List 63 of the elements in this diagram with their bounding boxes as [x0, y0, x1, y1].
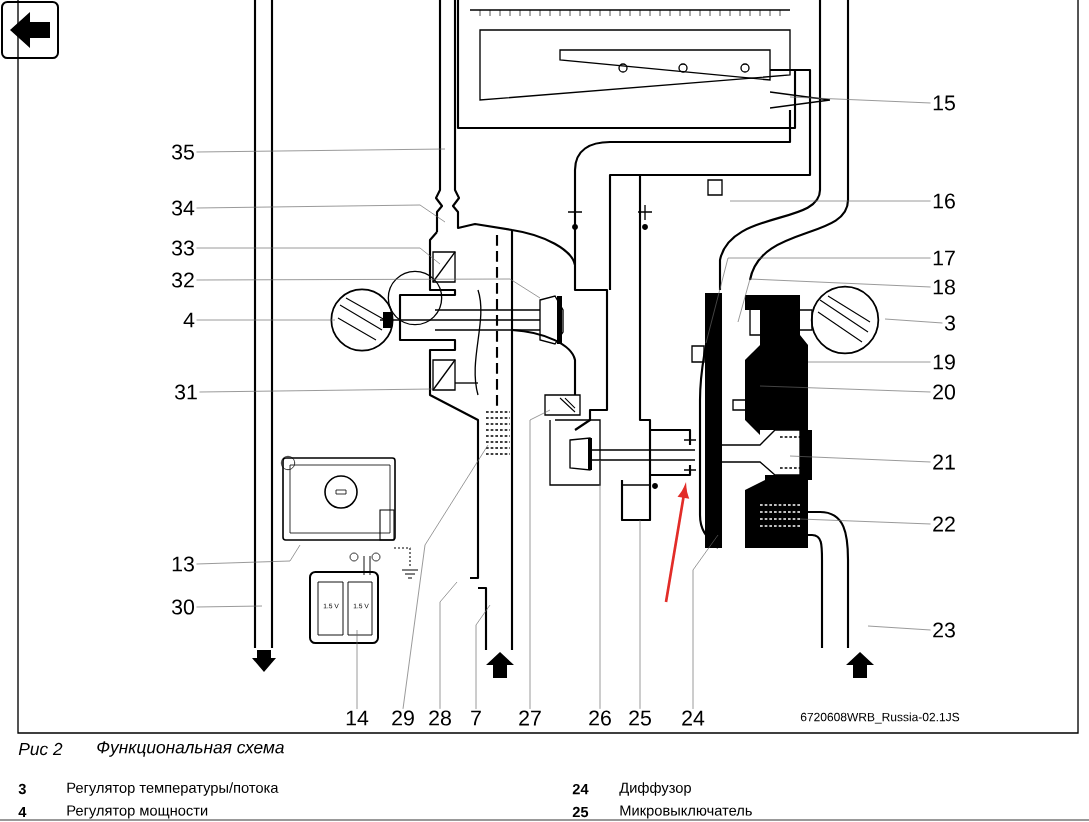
callout-number: 26 — [589, 710, 611, 726]
callout-number: 7 — [471, 710, 481, 726]
legend-number: 25 — [572, 806, 589, 818]
legend-text: Диффузор — [619, 782, 691, 796]
callout-number: 4 — [183, 312, 195, 328]
legend-text: Регулятор температуры/потока — [67, 782, 279, 796]
leader-line — [196, 247, 441, 265]
leader-line — [439, 581, 458, 710]
figure-number: Рис 2 — [18, 742, 63, 756]
callout-number: 16 — [933, 193, 955, 209]
leader-line — [599, 459, 601, 710]
callout-number: 15 — [933, 95, 955, 111]
callout-number: 27 — [519, 710, 541, 726]
callout-number: 20 — [933, 384, 956, 400]
legend-number: 4 — [18, 807, 27, 818]
leader-line — [867, 625, 931, 631]
leader-line — [799, 518, 931, 525]
callout-number: 23 — [933, 622, 955, 638]
leader-line — [639, 519, 641, 710]
leader-line — [475, 604, 491, 710]
callout-number: 22 — [933, 516, 955, 532]
legend-text: Микровыключатель — [620, 805, 752, 819]
figure-caption: Функциональная схема — [97, 741, 284, 757]
leader-line — [705, 257, 931, 344]
legend-number: 3 — [18, 783, 26, 795]
callout-number: 30 — [171, 599, 194, 615]
drawing-code: 6720608WRB_Russia-02.1JS — [800, 712, 960, 724]
leader-line — [196, 204, 446, 223]
leader-line — [807, 361, 931, 363]
callout-number: 25 — [629, 710, 651, 726]
leader-line — [196, 148, 446, 153]
legend-number: 24 — [572, 783, 589, 795]
leader-line — [789, 96, 931, 104]
callout-number: 29 — [392, 710, 414, 726]
callout-number: 19 — [933, 354, 955, 370]
leader-line — [759, 385, 931, 393]
leader-line — [884, 318, 943, 324]
leader-line — [196, 605, 263, 608]
legend-text: Регулятор мощности — [67, 805, 208, 819]
callout-number: 24 — [682, 710, 705, 726]
callout-number: 17 — [933, 250, 955, 266]
leader-line — [196, 319, 336, 321]
leader-line — [199, 388, 433, 393]
leader-line — [692, 534, 719, 710]
callout-number: 18 — [933, 279, 955, 295]
callout-number: 33 — [171, 240, 194, 256]
leader-line — [789, 455, 931, 463]
callout-number: 13 — [172, 556, 194, 572]
leader-line — [196, 544, 301, 565]
callout-number: 32 — [171, 272, 194, 288]
callout-number: 35 — [171, 144, 194, 160]
leader-line — [729, 200, 931, 202]
callout-number: 14 — [346, 710, 369, 726]
callout-number: 34 — [171, 200, 195, 216]
callout-number: 3 — [944, 315, 955, 331]
leader-line — [196, 278, 541, 299]
leader-line — [356, 629, 358, 710]
leader-line — [402, 444, 489, 710]
leader-line — [529, 409, 551, 710]
callout-number: 28 — [429, 710, 451, 726]
callout-number: 31 — [174, 384, 197, 400]
leader-line — [737, 278, 931, 323]
callout-number: 21 — [933, 454, 955, 470]
